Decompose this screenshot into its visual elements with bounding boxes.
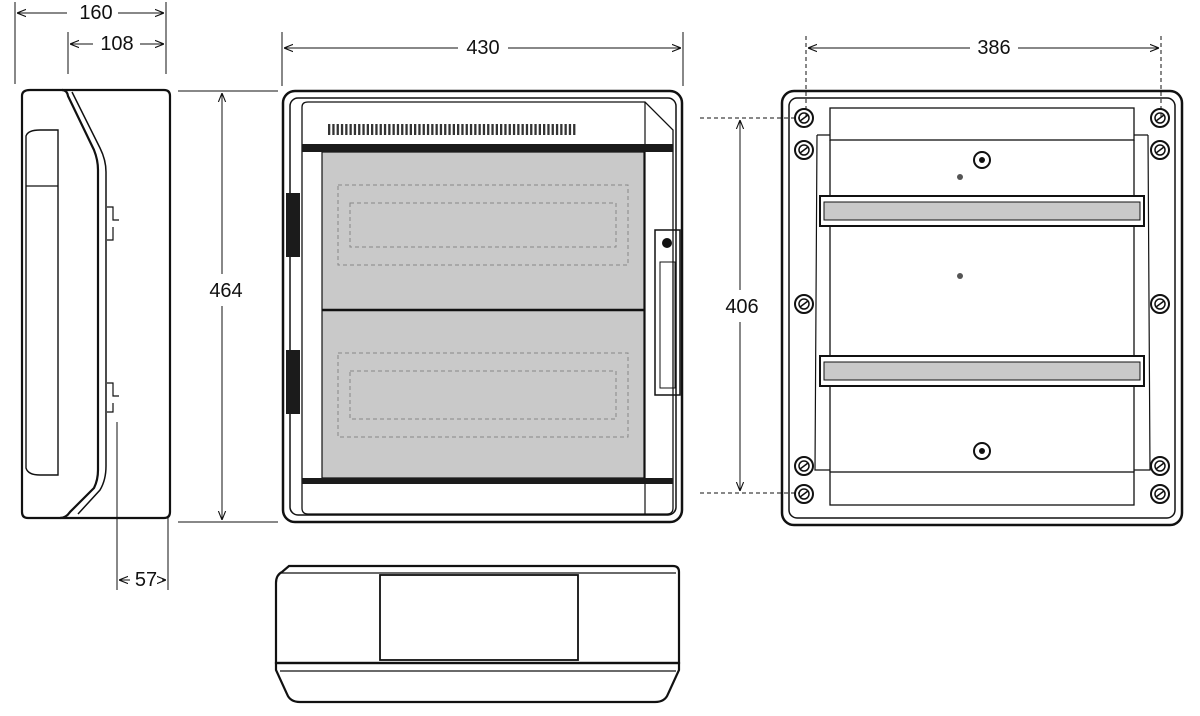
vent-slot [431, 124, 434, 135]
vent-slot [383, 124, 387, 135]
vent-slot [426, 124, 430, 135]
vent-slot [525, 124, 529, 135]
vent-slot [521, 124, 524, 135]
screw [1150, 456, 1170, 476]
din-rail-lower [819, 355, 1145, 387]
vent-slot [375, 124, 378, 135]
vent-slot [362, 124, 365, 135]
vent-slot [340, 124, 344, 135]
vent-slot [487, 124, 490, 135]
vent-slot [560, 124, 563, 135]
dim-door-depth: 57 [135, 569, 157, 591]
vent-slot [332, 124, 335, 135]
dimension-labels: 160 108 430 464 57 386 406 [79, 2, 1010, 591]
screws [794, 108, 1170, 504]
vent-slot [534, 124, 537, 135]
vent-slot [530, 124, 533, 135]
dim-mount-width: 386 [977, 37, 1010, 59]
vent-slot [439, 124, 443, 135]
vent-slot [551, 124, 554, 135]
vent-slot [353, 124, 357, 135]
vent-slot [469, 124, 473, 135]
screw [794, 140, 814, 160]
vent-slot [452, 124, 455, 135]
vent-slot [495, 124, 498, 135]
vent-slot [409, 124, 412, 135]
vent-slot [482, 124, 486, 135]
vent-slot [517, 124, 520, 135]
dimension-lines [14, 2, 1162, 590]
dim-mount-height: 406 [725, 296, 758, 318]
vent-slot [336, 124, 339, 135]
vent-slot [379, 124, 382, 135]
vent-slot [573, 124, 576, 135]
screw [1150, 140, 1170, 160]
bottom-view [274, 564, 681, 704]
vent-slot [448, 124, 451, 135]
vent-slot [388, 124, 391, 135]
vent-slot [414, 124, 417, 135]
vent-slot [547, 124, 550, 135]
vent-slot [371, 124, 374, 135]
vent-slot [504, 124, 507, 135]
vent-slot [358, 124, 361, 135]
vent-slot [418, 124, 421, 135]
dim-width: 430 [466, 37, 499, 59]
vent-slot [500, 124, 503, 135]
vent-slot [345, 124, 348, 135]
vent-slot [568, 124, 572, 135]
screw [1150, 484, 1170, 504]
din-rail-upper [819, 195, 1145, 227]
vent-slot [543, 124, 546, 135]
vent-slot [508, 124, 511, 135]
vent-slot [555, 124, 559, 135]
vent-slot [349, 124, 352, 135]
vent-slot [491, 124, 494, 135]
screw [1150, 108, 1170, 128]
vent-slots [328, 124, 576, 135]
vent-slot [474, 124, 477, 135]
dim-depth-total: 160 [79, 2, 112, 24]
vent-slot [405, 124, 408, 135]
screw [794, 456, 814, 476]
vent-slot [392, 124, 395, 135]
vent-slot [465, 124, 468, 135]
screw [794, 484, 814, 504]
screw [794, 108, 814, 128]
vent-slot [538, 124, 541, 135]
vent-slot [401, 124, 404, 135]
screw [1150, 294, 1170, 314]
vent-slot [444, 124, 447, 135]
vent-slot [396, 124, 400, 135]
vent-slot [435, 124, 438, 135]
dim-height: 464 [209, 280, 242, 302]
vent-slot [512, 124, 516, 135]
rear-view [780, 89, 1184, 527]
side-view [20, 88, 172, 520]
front-view [281, 89, 684, 524]
vent-slot [422, 124, 425, 135]
screw [794, 294, 814, 314]
vent-slot [328, 124, 331, 135]
vent-slot [564, 124, 567, 135]
vent-slot [366, 124, 369, 135]
vent-slot [457, 124, 460, 135]
dim-depth-partial: 108 [100, 33, 133, 55]
vent-slot [478, 124, 481, 135]
vent-slot [461, 124, 464, 135]
